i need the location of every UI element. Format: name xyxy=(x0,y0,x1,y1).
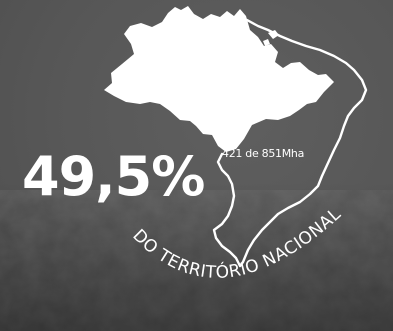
percentage-value: 49,5% xyxy=(22,145,205,208)
area-label: 421 de 851Mha xyxy=(222,147,305,160)
arc-caption-text: DO TERRITÓRIO NACIONAL xyxy=(128,204,345,283)
island-shape xyxy=(263,39,270,46)
highlighted-region xyxy=(104,6,334,152)
brazil-outline xyxy=(212,18,368,268)
arc-caption-path: DO TERRITÓRIO NACIONAL xyxy=(128,204,344,283)
